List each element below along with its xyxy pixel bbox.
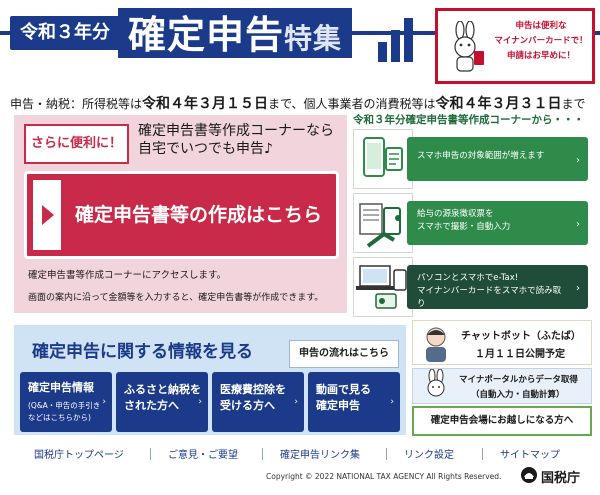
tile-furusato-tax[interactable]: ふるさと納税をされた方へ › [116, 372, 208, 432]
chatbot-line2: １月１１日公開予定 [475, 349, 565, 360]
deadline-date-consumption: 令和４年３月３１日 [435, 96, 562, 112]
feature-item-withholding-photo[interactable]: 給与の源泉徴収票を スマホで撮影・自動入力 › [353, 193, 588, 253]
features-heading: 令和３年分確定申告書等作成コーナーから・・・ [353, 114, 584, 126]
venue-visitor-button[interactable]: 確定申告会場にお越しになる方へ [412, 406, 592, 436]
play-arrow-icon [33, 180, 61, 250]
feature-3-line2: マイナンバーカードをスマホで読み取り [417, 286, 562, 309]
feature-3-line1: パソコンとスマホでe-Tax! [417, 273, 519, 283]
tile-4-title: 動画で見る確定申告 [316, 383, 371, 412]
deadline-suffix: まで [561, 97, 586, 111]
info-title: 確定申告に関する情報を見る [32, 342, 253, 362]
pc-smartphone-icon [353, 257, 413, 317]
create-return-button[interactable]: 確定申告書等の作成はこちら [24, 171, 339, 259]
portal-line2: （自動入力・自動計算） [471, 390, 565, 400]
mynaportal-banner[interactable]: マイナポータルからデータ取得 （自動入力・自動計算） [412, 368, 592, 404]
rabbit-mascot-icon [427, 369, 445, 397]
intro-line2: 自宅でいつでも申告♪ [138, 141, 273, 157]
chevron-right-icon: › [576, 283, 580, 294]
tile-1-sub2: などはこちらから) [28, 413, 91, 422]
create-note-2: 画面の案内に沿って金額等を入力すると、確定申告書等が作成できます。 [28, 293, 324, 303]
chatbot-line1: チャットボット（ふたば） [461, 331, 581, 342]
page-title: 確定申告特集 [118, 8, 353, 58]
header: 令和３年分 確定申告特集 申告は便利な マイナンバーカードで！ 申請はお早めに！ [0, 0, 600, 88]
feature-bar-2[interactable]: 給与の源泉徴収票を スマホで撮影・自動入力 › [407, 201, 588, 245]
footer-link-sitemap[interactable]: サイトマップ [500, 450, 560, 461]
intro-line1: 確定申告書等作成コーナーなら [138, 123, 334, 139]
create-return-panel: さらに便利に！ 確定申告書等作成コーナーなら 自宅でいつでも申告♪ 確定申告書等… [14, 115, 347, 313]
nta-logo-text: 国税庁 [541, 471, 581, 486]
feature-item-etax-pc[interactable]: パソコンとスマホでe-Tax! マイナンバーカードをスマホで読み取り › [353, 257, 588, 317]
footer-nav: 国税庁トップページ ご意見・ご要望 確定申告リンク集 リンク設定 サイトマップ [0, 443, 600, 465]
deadline-date-income: 令和４年３月１５日 [142, 96, 269, 112]
footer-link-nta-top[interactable]: 国税庁トップページ [34, 450, 124, 461]
promo-line3: 申請はお早めに！ [506, 51, 575, 61]
smartphone-icon [353, 129, 413, 189]
year-label: 令和３年分 [10, 16, 120, 50]
deadline-middle: まで、個人事業者の消費税等は [268, 97, 436, 111]
feature-2-line1: 給与の源泉徴収票を [417, 209, 494, 219]
feature-bar-1[interactable]: スマホ申告の対象範囲が増えます › [407, 137, 588, 181]
tax-return-info-panel: 確定申告に関する情報を見る 申告の流れはこちら 確定申告情報 (Q&A・申告の手… [14, 325, 406, 435]
create-note-1: 確定申告書等作成コーナーにアクセスします。 [28, 270, 227, 281]
feature-2-line2: スマホで撮影・自動入力 [417, 222, 511, 232]
bar-graphic-icon [378, 14, 418, 62]
feature-item-smartphone-scope[interactable]: スマホ申告の対象範囲が増えます › [353, 129, 588, 189]
convenient-badge: さらに便利に！ [24, 124, 129, 164]
promo-line1: 申告は便利な [515, 21, 567, 31]
chevron-right-icon: › [576, 219, 580, 230]
copyright: Copyright © 2022 NATIONAL TAX AGENCY All… [266, 472, 502, 481]
chevron-right-icon: › [198, 397, 202, 407]
tile-3-title: 医療費控除を受ける方へ [220, 383, 286, 412]
tile-tax-return-info[interactable]: 確定申告情報 (Q&A・申告の手引き などはこちらから) › [20, 372, 112, 432]
tile-medical-deduction[interactable]: 医療費控除を受ける方へ › [212, 372, 304, 432]
tile-1-sub1: (Q&A・申告の手引き [28, 401, 101, 410]
footer-link-link-settings[interactable]: リンク設定 [404, 450, 454, 461]
chatbot-banner[interactable]: チャットボット（ふたば） １月１１日公開予定 [412, 320, 592, 365]
tile-1-title: 確定申告情報 [28, 381, 94, 394]
chevron-right-icon: › [102, 397, 106, 407]
tile-video-guide[interactable]: 動画で見る確定申告 › [308, 372, 400, 432]
mynumber-promo-banner[interactable]: 申告は便利な マイナンバーカードで！ 申請はお早めに！ [435, 8, 595, 84]
title-sub: 特集 [284, 22, 343, 55]
photo-scan-icon [353, 193, 413, 253]
feature-bar-3[interactable]: パソコンとスマホでe-Tax! マイナンバーカードをスマホで読み取り › [407, 265, 588, 309]
tile-2-title: ふるさと納税をされた方へ [124, 383, 201, 412]
chevron-right-icon: › [390, 397, 394, 407]
footer-link-links-collection[interactable]: 確定申告リンク集 [280, 450, 360, 461]
rabbit-mascot-icon [454, 21, 484, 72]
chevron-right-icon: › [294, 397, 298, 407]
chatbot-avatar-icon [426, 327, 446, 362]
title-main: 確定申告 [128, 13, 285, 57]
portal-line1: マイナポータルからデータ取得 [459, 375, 578, 385]
deadline-notice: 申告・納税：所得税等は令和４年３月１５日まで、個人事業者の消費税等は令和４年３月… [10, 93, 595, 113]
nta-emblem-icon [521, 467, 537, 483]
chevron-right-icon: › [576, 155, 580, 166]
deadline-prefix: 申告・納税：所得税等は [10, 97, 143, 111]
create-return-button-label: 確定申告書等の作成はこちら [75, 204, 323, 226]
feature-1-line1: スマホ申告の対象範囲が増えます [417, 151, 545, 161]
filing-flow-button[interactable]: 申告の流れはこちら [289, 340, 399, 368]
promo-line2: マイナンバーカードで！ [494, 36, 588, 46]
intro-text: 確定申告書等作成コーナーなら 自宅でいつでも申告♪ [138, 122, 343, 158]
footer-link-feedback[interactable]: ご意見・ご要望 [168, 450, 238, 461]
